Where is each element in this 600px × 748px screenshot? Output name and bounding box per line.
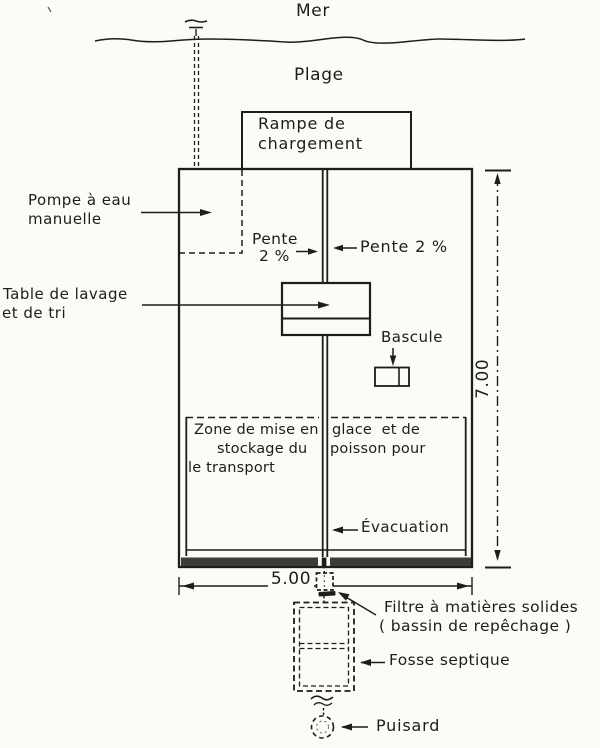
- slope-left-label-line1: Pente: [252, 230, 298, 248]
- arrow-down-icon: [389, 355, 397, 366]
- septic-pointer-arrow: [360, 659, 385, 666]
- solids-filter-box: [315, 566, 336, 597]
- evacuation-pointer-arrow: [332, 526, 358, 534]
- filter-label-line2: ( bassin de repêchage ): [379, 617, 572, 635]
- septic-tank-label: Fosse septique: [389, 651, 511, 669]
- drainage-channel-line: [321, 170, 329, 557]
- ramp-label-line2: chargement: [258, 134, 363, 153]
- slope-left-label-line2: 2 %: [259, 247, 290, 265]
- beach-label: Plage: [294, 65, 344, 85]
- sump-pointer-arrow: [341, 723, 368, 731]
- table-label-line1: Table de lavage: [3, 285, 128, 303]
- filter-label-line1: Filtre à matières solides: [384, 598, 579, 616]
- sump-circle: [310, 715, 335, 739]
- sump-symbol: [310, 695, 335, 739]
- drain-outlet-tick: [321, 557, 327, 567]
- pump-label-line1: Pompe à eau: [28, 191, 132, 209]
- table-label-line2: et de tri: [2, 304, 67, 322]
- zone-label-right-line1: glace et de: [332, 422, 420, 438]
- table-pointer-arrow: [142, 301, 330, 309]
- filter-lid-mark: [318, 590, 336, 597]
- height-dimension-line: [485, 169, 511, 569]
- bottom-wall-hatched: [181, 557, 471, 567]
- arrow-right-icon: [318, 301, 330, 309]
- zone-label-left-line2: stockage du: [217, 441, 308, 457]
- height-dimension-value: 7.00: [473, 355, 494, 402]
- zone-label-left-line3: le transport: [188, 460, 275, 476]
- arrow-upleft-icon: [338, 592, 350, 601]
- arrow-right-icon: [308, 248, 318, 255]
- scale-box: [374, 348, 410, 387]
- slope-right-arrow: [333, 244, 357, 252]
- arrow-right-icon: [200, 209, 212, 216]
- sea-label: Mer: [296, 1, 330, 21]
- zone-label-left-line1: Zone de mise en: [194, 422, 319, 438]
- slope-right-label: Pente 2 %: [360, 237, 448, 256]
- loading-ramp-box: [241, 111, 412, 169]
- intake-pipe-line: [193, 36, 200, 168]
- shoreline-wave-line: [94, 36, 526, 44]
- arrow-left-icon: [333, 244, 343, 252]
- storage-zone-inner-walls: [185, 417, 467, 556]
- arrow-left-icon: [332, 526, 343, 534]
- water-level-icon: [184, 19, 208, 36]
- washing-table-box: [280, 281, 372, 337]
- pump-area-dashed-outline: [180, 170, 243, 254]
- zone-label-right-line2: poisson pour: [330, 441, 426, 457]
- scan-speck: [47, 6, 52, 13]
- arrow-up-icon: [494, 173, 501, 184]
- scale-label: Bascule: [381, 328, 443, 346]
- arrow-right-icon: [457, 582, 469, 590]
- pump-label-line2: manuelle: [28, 210, 102, 228]
- arrow-left-icon: [360, 659, 371, 666]
- evacuation-label: Évacuation: [361, 518, 450, 536]
- arrow-left-icon: [182, 582, 194, 590]
- arrow-left-icon: [341, 723, 352, 731]
- pump-pointer-arrow: [141, 209, 212, 216]
- sump-label: Puisard: [376, 716, 441, 735]
- arrow-down-icon: [494, 550, 501, 561]
- building-outline: [177, 167, 474, 569]
- width-dimension-value: 5.00: [268, 569, 314, 590]
- slope-left-arrow: [296, 248, 318, 255]
- filter-pointer-arrow: [338, 592, 377, 616]
- ramp-label-line1: Rampe de: [258, 114, 346, 133]
- septic-tank-box: [293, 596, 355, 692]
